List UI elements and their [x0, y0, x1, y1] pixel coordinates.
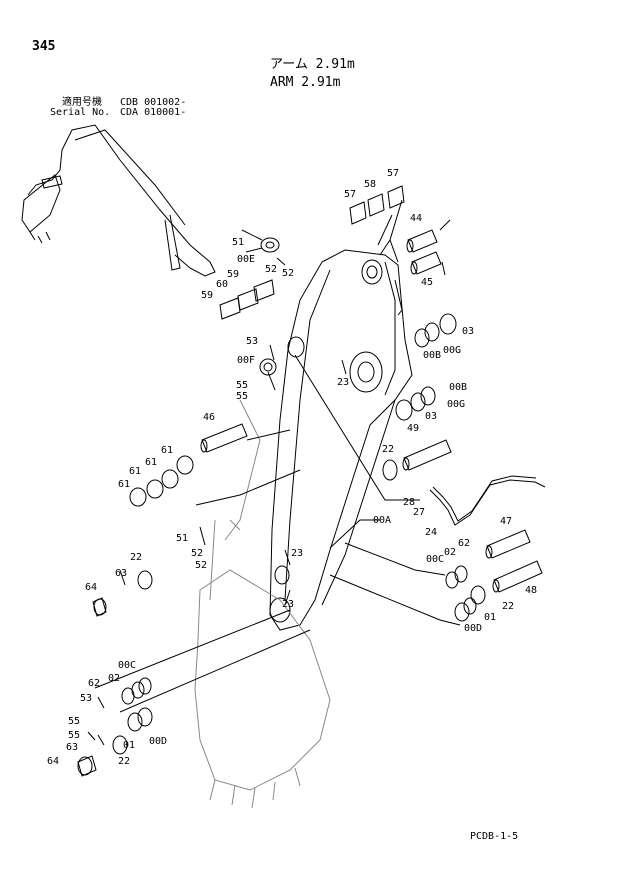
callout-62: 62	[88, 678, 100, 689]
callout-59: 59	[227, 269, 239, 280]
callout-45: 45	[421, 277, 433, 288]
leader-lines	[195, 199, 461, 626]
callout-57: 57	[344, 189, 356, 200]
shim-22-mid	[382, 459, 398, 481]
callout-00a: 00A	[373, 515, 391, 526]
callout-00c: 00C	[426, 554, 444, 565]
callout-64: 64	[85, 582, 97, 593]
seals-00b-00g-03-top	[414, 313, 457, 348]
pin-47	[485, 529, 531, 559]
callout-48: 48	[525, 585, 537, 596]
callout-00d: 00D	[464, 623, 482, 634]
callout-27: 27	[413, 507, 425, 518]
callout-64: 64	[47, 756, 59, 767]
callout-51: 51	[232, 237, 244, 248]
callout-22: 22	[118, 756, 130, 767]
callout-52: 52	[191, 548, 203, 559]
callout-00g: 00G	[443, 345, 461, 356]
callout-52: 52	[282, 268, 294, 279]
left-upper-parts-62-64	[92, 570, 153, 617]
pin-49	[402, 439, 452, 471]
pin-48	[492, 560, 543, 593]
callout-44: 44	[410, 213, 422, 224]
callout-60: 60	[216, 279, 228, 290]
seals-00b-00g-03-mid	[395, 386, 436, 421]
title-english: ARM 2.91m	[270, 75, 341, 90]
serial-label-en: Serial No.	[50, 107, 111, 118]
shims-61	[129, 455, 194, 507]
serial-value-2: CDA 010001-	[120, 107, 187, 118]
callout-00e: 00E	[237, 254, 255, 265]
title-japanese: アーム 2.91m	[270, 57, 355, 72]
callout-02: 02	[108, 673, 120, 684]
callout-23: 23	[282, 599, 294, 610]
bucket-outline	[194, 399, 331, 809]
page-number: 345	[32, 39, 56, 54]
callout-61: 61	[145, 457, 157, 468]
callout-61: 61	[118, 479, 130, 490]
callout-57: 57	[387, 168, 399, 179]
callout-24: 24	[425, 527, 437, 538]
callout-28: 28	[403, 497, 415, 508]
bushing-00e	[260, 237, 280, 253]
callout-03: 03	[425, 411, 437, 422]
callout-63: 63	[115, 568, 127, 579]
callout-01: 01	[484, 612, 496, 623]
seals-right-lower	[445, 565, 486, 622]
callout-51: 51	[176, 533, 188, 544]
serial-value-1: CDB 001002-	[120, 97, 187, 108]
callout-52: 52	[195, 560, 207, 571]
callout-00g: 00G	[447, 399, 465, 410]
callout-03: 03	[462, 326, 474, 337]
callout-62: 62	[458, 538, 470, 549]
grease-hose-24	[429, 475, 546, 526]
callout-63: 63	[66, 742, 78, 753]
callout-55: 55	[68, 730, 80, 741]
lower-pin-axis-line	[94, 609, 311, 713]
callout-00c: 00C	[118, 660, 136, 671]
callout-55: 55	[236, 391, 248, 402]
callout-22: 22	[130, 552, 142, 563]
pin-46	[200, 423, 248, 453]
callout-52: 52	[265, 264, 277, 275]
plates-57-58	[349, 185, 405, 225]
callout-46: 46	[203, 412, 215, 423]
callout-00f: 00F	[237, 355, 255, 366]
left-lower-seals	[77, 677, 153, 777]
callout-02: 02	[444, 547, 456, 558]
callout-00b: 00B	[449, 382, 467, 393]
callout-61: 61	[129, 466, 141, 477]
callout-01: 01	[123, 740, 135, 751]
callout-23: 23	[291, 548, 303, 559]
callout-00d: 00D	[149, 736, 167, 747]
arm-body	[269, 238, 413, 631]
callout-22: 22	[382, 444, 394, 455]
callout-59: 59	[201, 290, 213, 301]
callout-00b: 00B	[423, 350, 441, 361]
pin-45	[410, 251, 442, 275]
callout-labels: 57 57 58 44 45 51 00E 52 52 59 59 60 03 …	[47, 168, 537, 767]
serial-label-jp: 適用号機	[62, 97, 102, 108]
pin-44	[406, 229, 438, 253]
callout-53: 53	[80, 693, 92, 704]
callout-61: 61	[161, 445, 173, 456]
callout-53: 53	[246, 336, 258, 347]
bushing-00f	[259, 358, 277, 376]
excavator-thumbnail	[21, 124, 216, 277]
callout-55: 55	[236, 380, 248, 391]
bolts	[87, 229, 275, 746]
footer-code: PCDB-1-5	[470, 831, 519, 842]
callout-49: 49	[407, 423, 419, 434]
callout-58: 58	[364, 179, 376, 190]
callout-22: 22	[502, 601, 514, 612]
callout-55: 55	[68, 716, 80, 727]
callout-23: 23	[337, 377, 349, 388]
shims-59-60	[219, 279, 275, 320]
callout-47: 47	[500, 516, 512, 527]
